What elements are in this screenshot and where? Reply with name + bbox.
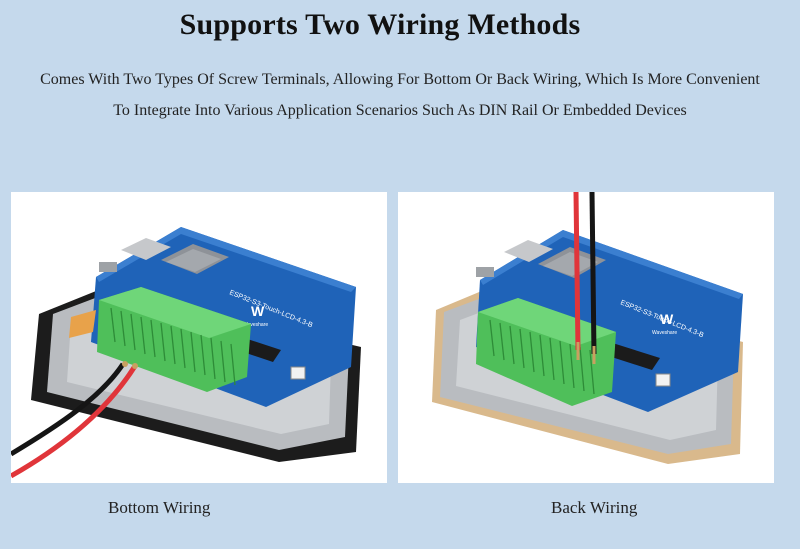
flex-cable <box>69 310 96 338</box>
power-switch <box>290 366 306 380</box>
black-wire <box>589 192 597 355</box>
usb-port <box>476 267 494 277</box>
terminal-screws <box>489 319 595 395</box>
red-wire <box>573 192 581 351</box>
red-wire <box>11 364 138 479</box>
brand-text: Waveshare <box>652 330 677 336</box>
black-wire <box>11 362 126 457</box>
waveshare-logo: W <box>251 303 265 319</box>
brand-text: Waveshare <box>243 322 268 328</box>
power-switch <box>655 373 671 387</box>
page-title: Supports Two Wiring Methods <box>179 8 581 41</box>
sd-card-slot <box>504 240 553 262</box>
usb-port <box>99 262 117 272</box>
back-wiring-illustration: ESP32-S3-Touch-LCD-4.3-B W Waveshare <box>432 192 743 464</box>
waveshare-logo: W <box>660 311 674 327</box>
bottom-wiring-caption: Bottom Wiring <box>108 498 211 517</box>
page-description: Comes With Two Types Of Screw Terminals,… <box>40 71 760 119</box>
back-wiring-image: ESP32-S3-Touch-LCD-4.3-B W Waveshare <box>398 192 774 483</box>
back-wiring-caption: Back Wiring <box>551 498 638 517</box>
bottom-wiring-illustration: ESP32-S3-Touch-LCD-4.3-B W Waveshare <box>11 227 361 479</box>
sd-card-slot <box>121 238 171 260</box>
bottom-wiring-image: ESP32-S3-Touch-LCD-4.3-B W Waveshare <box>11 192 387 483</box>
terminal-screws <box>110 307 236 386</box>
